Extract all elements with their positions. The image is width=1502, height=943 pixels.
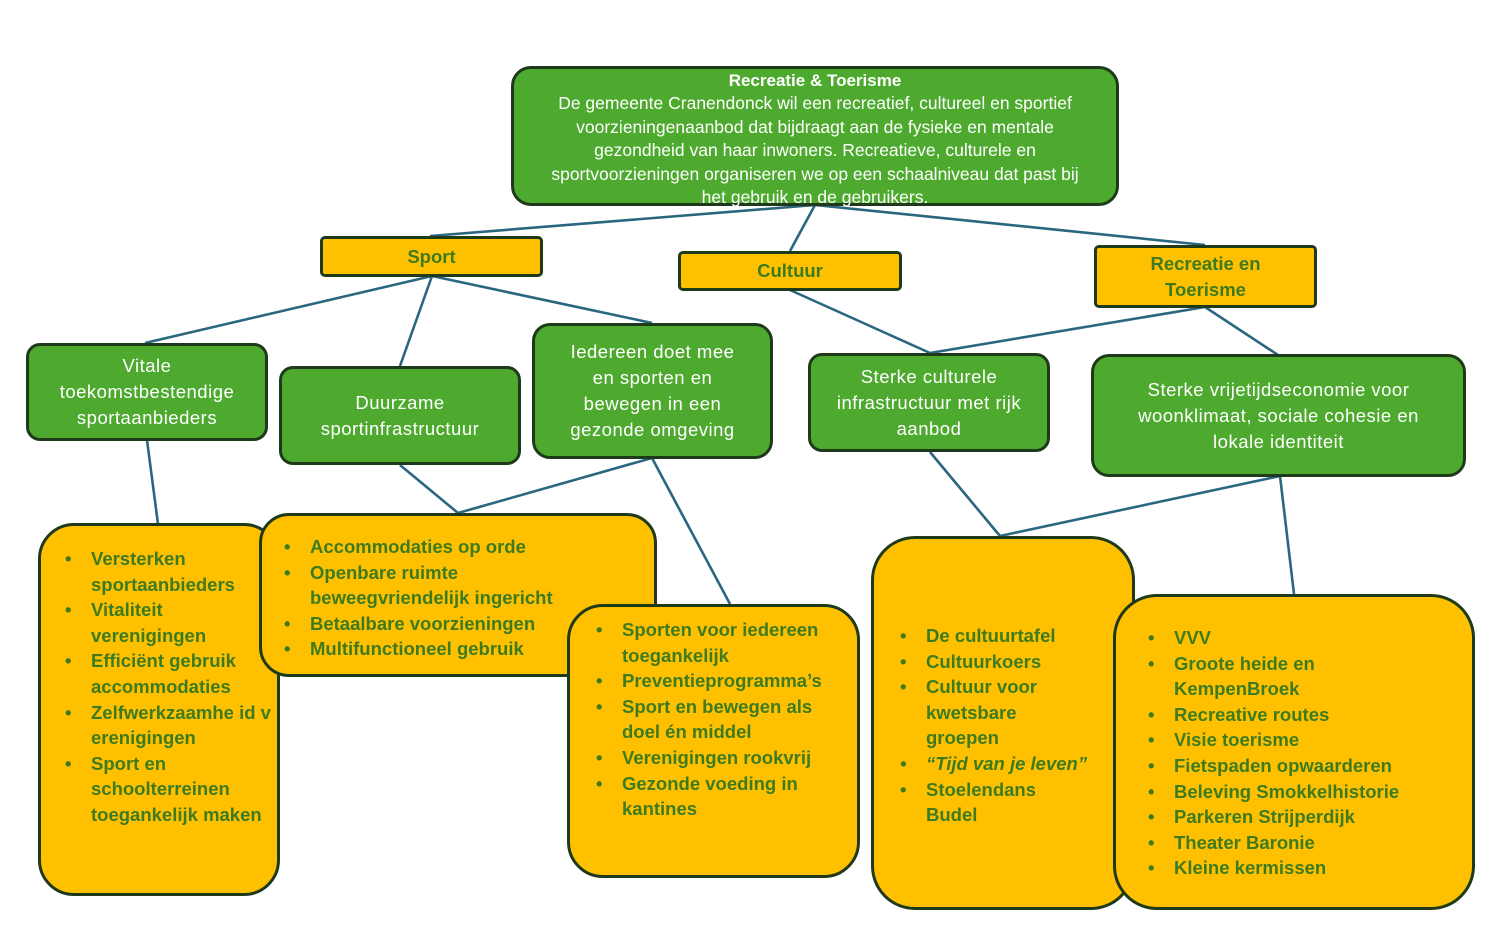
- list-item: Cultuurkoers: [898, 649, 1124, 675]
- category-cultuur: Cultuur: [678, 251, 902, 291]
- list-item: Versterken sportaanbieders: [63, 546, 271, 597]
- category-recreatie-label-line: Recreatie en: [1150, 252, 1261, 274]
- top-box-line: het gebruik en de gebruikers.: [701, 187, 929, 208]
- goal-line: lokale identiteit: [1213, 430, 1344, 452]
- top-box-line: gezondheid van haar inwoners. Recreatiev…: [594, 140, 1036, 161]
- goal-sterke-culturele-infrastructuur: Sterke culturele infrastructuur met rijk…: [808, 353, 1050, 452]
- connector-vrijetijd-list1: [999, 474, 1281, 538]
- list-item: Verenigingen rookvrij: [594, 745, 847, 771]
- list-item: Visie toerisme: [1146, 727, 1464, 753]
- list-item: Efficiënt gebruik accommodaties: [63, 648, 271, 699]
- goal-line: Duurzame: [355, 391, 445, 413]
- list-item: Fietspaden opwaarderen: [1146, 753, 1464, 779]
- goal-line: sportaanbieders: [76, 407, 218, 428]
- list-recreatie: VVV Groote heide en KempenBroek Recreati…: [1113, 594, 1475, 910]
- list-duurzame-items: Accommodaties op orde Openbare ruimte be…: [282, 534, 648, 662]
- top-box-line: sportvoorzieningen organiseren we op een…: [551, 163, 1079, 184]
- list-item: Groote heide en KempenBroek: [1146, 651, 1344, 702]
- list-item: Parkeren Strijperdijk: [1146, 804, 1464, 830]
- top-box-line: voorzieningenaanbod dat bijdraagt aan de…: [576, 116, 1054, 137]
- list-item: Recreative routes: [1146, 702, 1464, 728]
- goal-line: bewegen in een: [583, 393, 722, 414]
- goal-line: Iedereen doet mee: [570, 341, 735, 362]
- list-item: Theater Baronie: [1146, 830, 1464, 856]
- goal-line: infrastructuur met rijk: [836, 391, 1022, 413]
- list-item: Sport en bewegen als doel én middel: [594, 694, 832, 745]
- list-recreatie-items: VVV Groote heide en KempenBroek Recreati…: [1146, 625, 1464, 881]
- goal-sterke-vrijetijdseconomie: Sterke vrijetijdseconomie voor woonklima…: [1091, 354, 1466, 477]
- connector-top-sport: [429, 203, 816, 238]
- list-vitale: Versterken sportaanbieders Vitaliteit ve…: [38, 523, 280, 896]
- list-item: Stoelendans Budel: [898, 777, 1051, 828]
- goal-line: Vitale: [122, 355, 172, 376]
- goal-line: aanbod: [896, 417, 962, 439]
- connector-culturele-list: [929, 451, 1001, 537]
- goal-line: Sterke vrijetijdseconomie voor: [1147, 378, 1410, 400]
- goal-vitale-sportaanbieders: Vitale toekomstbestendige sportaanbieder…: [26, 343, 268, 441]
- list-item: VVV: [1146, 625, 1464, 651]
- category-sport-label: Sport: [407, 245, 456, 267]
- list-item: Gezonde voeding in kantines: [594, 771, 832, 822]
- list-vitale-items: Versterken sportaanbieders Vitaliteit ve…: [63, 546, 271, 828]
- goal-line: gezonde omgeving: [570, 419, 735, 440]
- list-item: Multifunctioneel gebruik: [282, 636, 648, 662]
- connector-iedereen-list2: [650, 457, 732, 605]
- top-box-line: De gemeente Cranendonck wil een recreati…: [558, 93, 1072, 114]
- list-item: “Tijd van je leven”: [898, 751, 1124, 777]
- list-item: Zelfwerkzaamhe id verenigingen: [63, 700, 271, 751]
- goal-line: en sporten en: [592, 367, 713, 388]
- list-iedereen-items: Sporten voor iedereen toegankelijk Preve…: [594, 617, 847, 822]
- category-recreatie-label-line: Toerisme: [1165, 278, 1246, 300]
- connector-sport-vitale: [144, 274, 433, 345]
- list-cultuur: De cultuurtafel Cultuurkoers Cultuur voo…: [871, 536, 1135, 910]
- list-item: De cultuurtafel: [898, 623, 1124, 649]
- connector-recreatie-culturele: [929, 305, 1206, 355]
- connector-sport-iedereen: [431, 274, 653, 325]
- connector-cultuur-culturele: [789, 288, 931, 355]
- category-recreatie-toerisme: Recreatie en Toerisme: [1094, 245, 1317, 308]
- goal-duurzame-sportinfrastructuur: Duurzame sportinfrastructuur: [279, 366, 521, 465]
- list-item: Vitaliteit verenigingen: [63, 597, 271, 648]
- connector-duurzame-list: [399, 463, 459, 515]
- category-cultuur-label: Cultuur: [757, 260, 823, 281]
- list-item: Sporten voor iedereen toegankelijk: [594, 617, 847, 668]
- list-item: Openbare ruimte beweegvriendelijk ingeri…: [282, 560, 580, 611]
- connector-top-recreatie: [814, 203, 1206, 247]
- connector-iedereen-list1: [457, 456, 653, 515]
- list-item: Betaalbare voorzieningen: [282, 611, 648, 637]
- goal-iedereen-doet-mee: Iedereen doet mee en sporten en bewegen …: [532, 323, 773, 459]
- category-sport: Sport: [320, 236, 543, 277]
- list-cultuur-items: De cultuurtafel Cultuurkoers Cultuur voo…: [898, 623, 1124, 828]
- list-item: Kleine kermissen: [1146, 855, 1464, 881]
- list-iedereen: Sporten voor iedereen toegankelijk Preve…: [567, 604, 860, 878]
- list-item: Sport en schoolterreinen toegankelijk ma…: [63, 751, 271, 828]
- goal-line: sportinfrastructuur: [320, 417, 480, 439]
- goal-line: Sterke culturele: [860, 365, 998, 387]
- top-box-title: Recreatie & Toerisme: [728, 71, 902, 90]
- connector-vitale-list: [145, 439, 160, 525]
- goal-line: woonklimaat, sociale cohesie en: [1138, 404, 1419, 426]
- top-box-recreatie-toerisme: Recreatie & Toerisme De gemeente Cranend…: [511, 66, 1119, 208]
- list-item: Preventieprogramma’s: [594, 668, 847, 694]
- connector-recreatie-vrijetijd: [1204, 305, 1279, 357]
- list-item: Beleving Smokkelhistorie: [1146, 779, 1464, 805]
- list-item: Accommodaties op orde: [282, 534, 648, 560]
- connector-vrijetijd-list2: [1278, 475, 1296, 595]
- goal-line: toekomstbestendige: [59, 381, 235, 402]
- list-item: Cultuur voor kwetsbare groepen: [898, 674, 1051, 751]
- connector-top-cultuur: [788, 204, 817, 252]
- connector-sport-duurzame: [398, 275, 434, 367]
